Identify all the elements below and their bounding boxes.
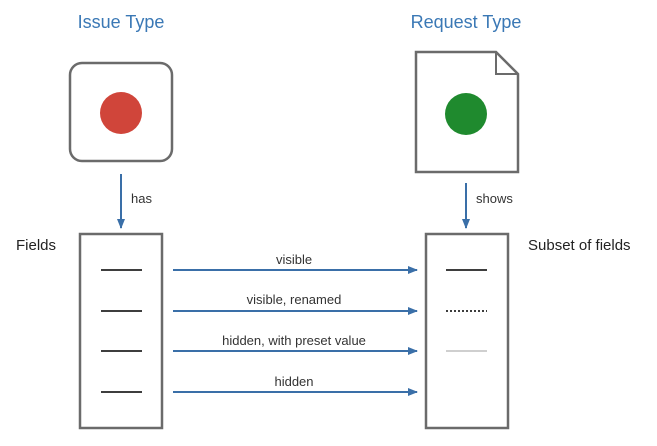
request-type-document-fold: [495, 52, 518, 75]
issue-type-heading: Issue Type: [78, 12, 165, 32]
mapping-label: visible: [276, 252, 312, 267]
request-type-green-dot: [445, 93, 487, 135]
request-type-heading: Request Type: [411, 12, 522, 32]
issue-type-card-icon: [68, 61, 174, 163]
mapping-row-visible: visible: [101, 252, 487, 274]
mapping-label: hidden, with preset value: [222, 333, 366, 348]
mapping-label: hidden: [274, 374, 313, 389]
fields-label: Fields: [16, 237, 56, 254]
has-label: has: [131, 191, 152, 206]
request-type-document-icon: [414, 50, 520, 174]
mapping-label: visible, renamed: [247, 292, 342, 307]
mapping-row-hidden: hidden: [101, 374, 418, 396]
mapping-row-hidden-preset: hidden, with preset value: [101, 333, 487, 355]
issue-type-red-dot: [100, 92, 142, 134]
shows-label: shows: [476, 191, 513, 206]
mapping-row-visible-renamed: visible, renamed: [101, 292, 487, 315]
fields-box: [78, 232, 164, 430]
subset-of-fields-label: Subset of fields: [528, 237, 631, 254]
subset-of-fields-box: [424, 232, 510, 430]
